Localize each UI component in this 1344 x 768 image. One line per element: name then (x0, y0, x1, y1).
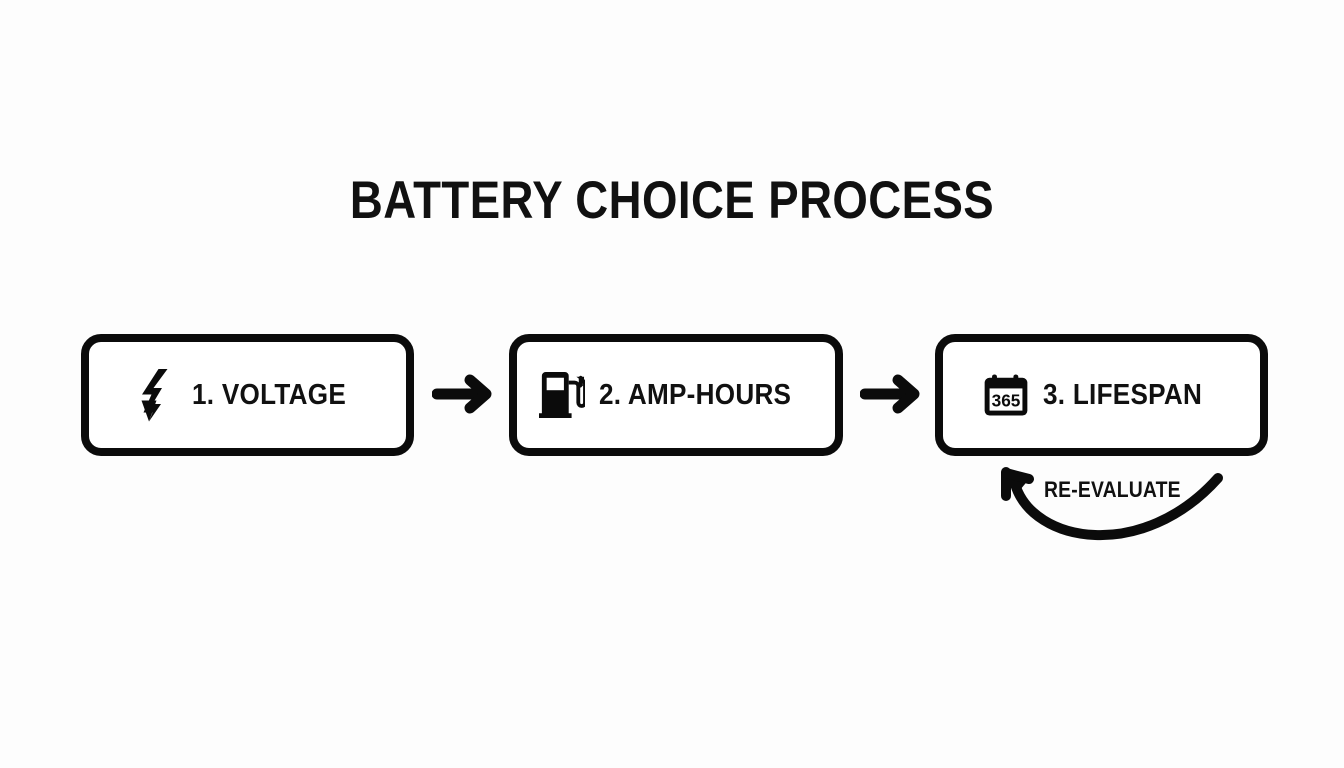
lightning-bolt-icon (132, 368, 178, 422)
calendar-365-icon: 365 (983, 368, 1029, 422)
step-label-lifespan: 3. LIFESPAN (1043, 379, 1203, 411)
step-box-lifespan[interactable]: 365 3. LIFESPAN (935, 334, 1268, 456)
step-label-amp-hours: 2. AMP-HOURS (599, 379, 792, 411)
arrow-right-icon-2 (859, 372, 930, 416)
arrow-right-icon-1 (431, 372, 502, 416)
step-box-voltage[interactable]: 1. VOLTAGE (81, 334, 414, 456)
calendar-icon-number: 365 (992, 391, 1021, 411)
feedback-loop-label: RE-EVALUATE (1044, 477, 1181, 502)
step-label-voltage: 1. VOLTAGE (191, 379, 346, 411)
curved-loop-arrow-icon (975, 452, 1245, 577)
fuel-pump-icon (539, 368, 586, 422)
page-title: BATTERY CHOICE PROCESS (349, 171, 995, 230)
step-box-amp-hours[interactable]: 2. AMP-HOURS (509, 334, 843, 456)
